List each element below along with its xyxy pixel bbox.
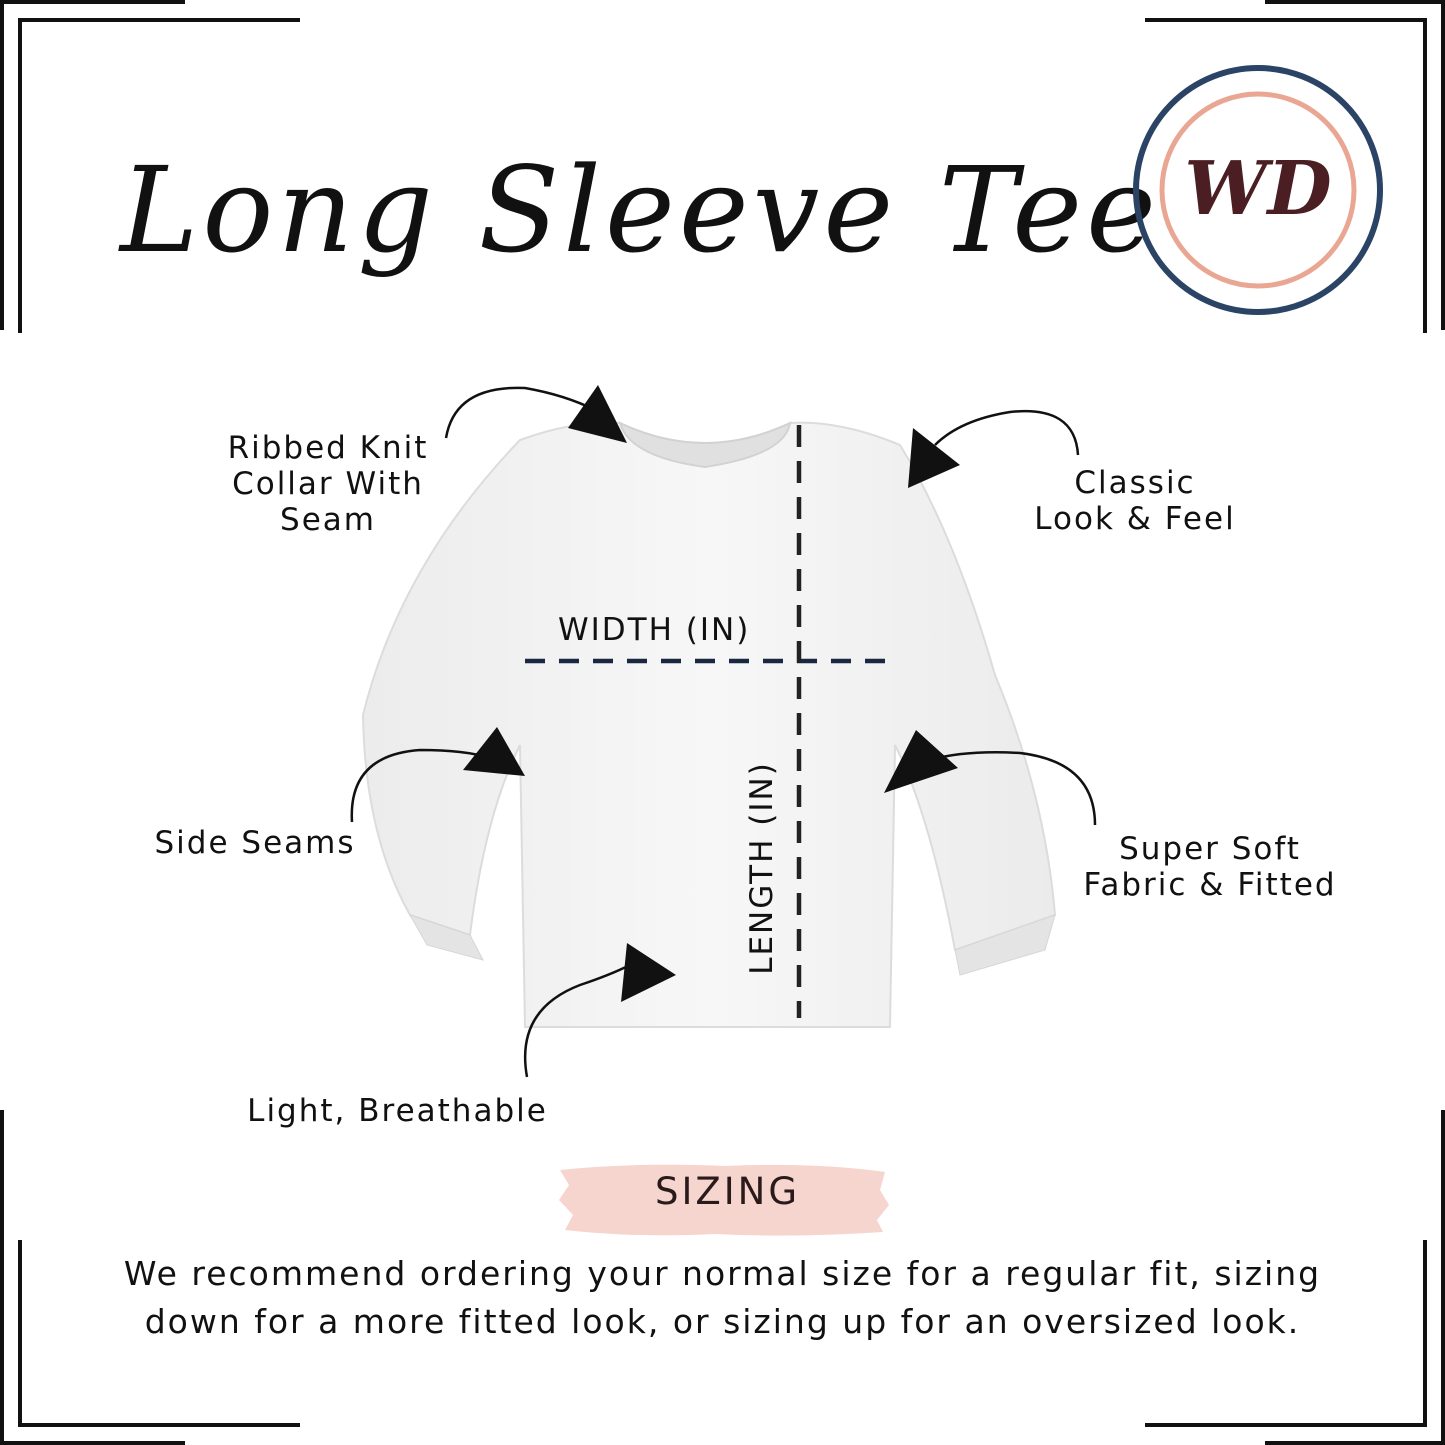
page-title: Long Sleeve Tee xyxy=(120,141,1160,279)
feature-breathable: Light, Breathable xyxy=(247,1093,548,1129)
corner-frame-top-left-h xyxy=(20,18,300,22)
corner-frame-bottom-right-bottom xyxy=(1265,1441,1445,1445)
corner-frame-bottom-left-h xyxy=(20,1423,300,1427)
feature-soft-fabric: Super Soft Fabric & Fitted xyxy=(1083,831,1337,903)
corner-frame-top-right-top xyxy=(1265,0,1445,4)
corner-frame-bottom-left-v xyxy=(18,1240,22,1427)
sizing-brush-highlight xyxy=(559,1164,889,1236)
corner-frame-top-left-top xyxy=(0,0,185,4)
corner-frame-top-left-v xyxy=(18,18,22,333)
logo-monogram: WD xyxy=(1184,146,1331,232)
width-label: WIDTH (IN) xyxy=(558,612,751,648)
corner-frame-bottom-left-bottom xyxy=(0,1441,185,1445)
shirt-collar xyxy=(618,421,792,469)
corner-frame-bottom-right-h xyxy=(1145,1423,1425,1427)
feature-collar: Ribbed Knit Collar With Seam xyxy=(227,430,429,538)
corner-frame-top-right-outer xyxy=(1441,0,1445,330)
feature-side-seams: Side Seams xyxy=(154,825,356,861)
feature-classic: Classic Look & Feel xyxy=(1034,465,1236,537)
sizing-note: We recommend ordering your normal size f… xyxy=(123,1254,1322,1341)
logo-inner-ring xyxy=(1159,91,1357,289)
corner-frame-bottom-right-outer xyxy=(1441,1110,1445,1445)
corner-frame-top-left-outer xyxy=(0,0,4,330)
corner-frame-top-right-v xyxy=(1423,18,1427,333)
shirt-left-cuff xyxy=(408,914,484,961)
corner-frame-bottom-left-outer xyxy=(0,1110,4,1445)
long-sleeve-tee-image xyxy=(361,421,1057,1028)
logo-outer-ring xyxy=(1133,65,1383,315)
corner-frame-bottom-right-v xyxy=(1423,1240,1427,1427)
corner-frame-top-right-h xyxy=(1145,18,1425,22)
shirt-right-cuff xyxy=(954,914,1056,976)
brand-logo: WD xyxy=(1133,65,1383,315)
length-label: LENGTH (IN) xyxy=(744,761,780,975)
sizing-heading: SIZING xyxy=(654,1170,800,1213)
